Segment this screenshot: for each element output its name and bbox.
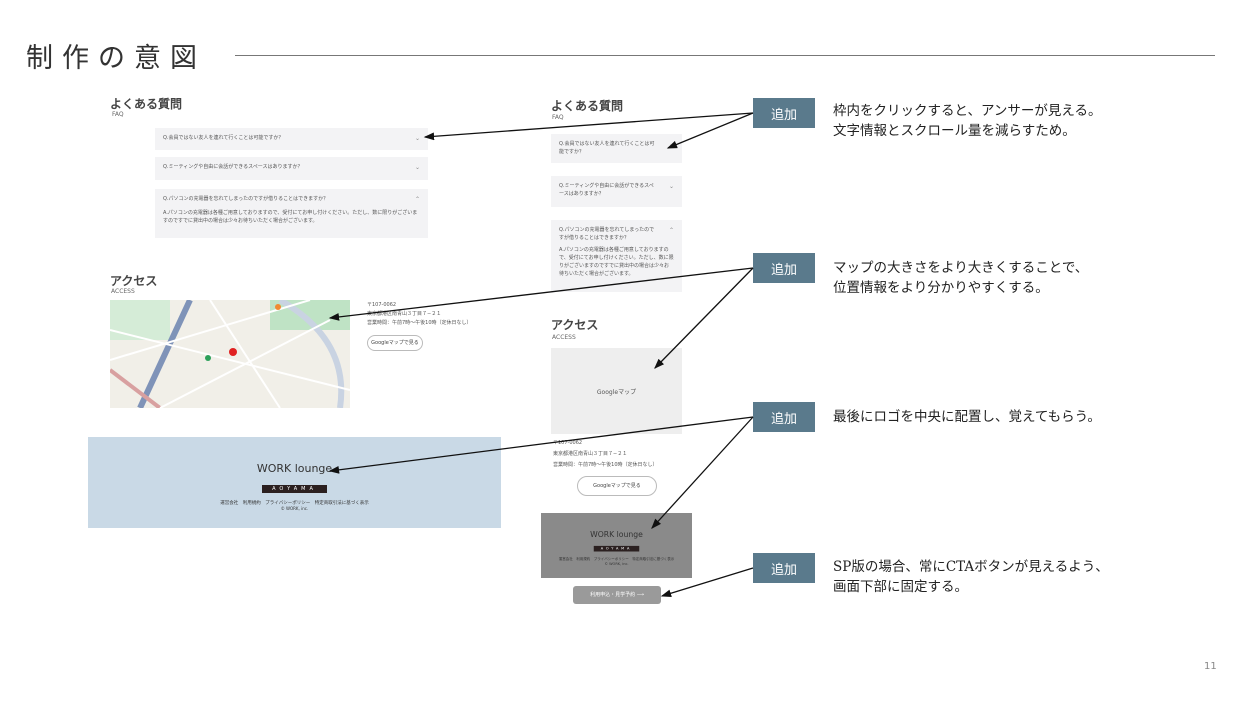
pc-faq-item[interactable]: Q.ミーティングや自由に会話ができるスペースはありますか？ ⌄ [155, 157, 428, 180]
pc-access-title: アクセス [110, 274, 158, 288]
chevron-down-icon: ⌄ [414, 164, 420, 171]
note-text: 枠内をクリックすると、アンサーが見える。 文字情報とスクロール量を減らすため。 [833, 103, 1102, 139]
pc-faq-item[interactable]: Q.パソコンの充電器を忘れてしまったのですが借りることはできますか？ ⌃ A.パソコ… [155, 189, 428, 238]
note-text: 最後にロゴを中央に配置し、覚えてもらう。 [833, 409, 1101, 425]
map-pin-icon [229, 348, 237, 356]
faq-question: Q.会員ではない友人を連れて行くことは可能ですか？ [163, 135, 284, 141]
chevron-up-icon: ⌃ [668, 227, 674, 234]
logo-sub: AOYAMA [262, 485, 327, 493]
faq-question: Q.ミーティングや自由に会話ができるスペースはありますか？ [559, 183, 654, 197]
add-tag: 追加 [753, 98, 815, 128]
pc-faq-item[interactable]: Q.会員ではない友人を連れて行くことは可能ですか？ ⌄ [155, 128, 428, 150]
faq-question: Q.会員ではない友人を連れて行くことは可能ですか？ [559, 141, 655, 155]
sp-access-title: アクセス [551, 318, 599, 332]
footer-links[interactable]: 運営会社 利用規約 プライバシーポリシー 特定商取引法に基づく表示 [558, 557, 675, 561]
footer-links[interactable]: 運営会社 利用規約 プライバシーポリシー 特定商取引法に基づく表示 [220, 501, 369, 506]
pc-faq-sub: FAQ [112, 111, 124, 118]
sp-address: 東京都港区南青山３丁目７−２１ [553, 451, 628, 457]
add-tag: 追加 [753, 253, 815, 283]
chevron-up-icon: ⌃ [414, 196, 420, 203]
footer-copyright: © WORK, inc. [280, 506, 309, 511]
page-number: 11 [1204, 661, 1217, 672]
faq-question: Q.パソコンの充電器を忘れてしまったのですが借りることはできますか？ [559, 227, 655, 241]
sp-faq-item[interactable]: Q.会員ではない友人を連れて行くことは可能ですか？⌄ [551, 134, 682, 163]
note-text: マップの大きさをより大きくすることで、 位置情報をより分かりやすくする。 [833, 260, 1089, 296]
sp-faq-item[interactable]: Q.パソコンの充電器を忘れてしまったのですが借りることはできますか？ ⌃ A.パソコ… [551, 220, 682, 292]
add-tag: 追加 [753, 402, 815, 432]
logo-main: WORK lounge [256, 462, 333, 475]
logo-main: WORK lounge [590, 529, 643, 539]
footer-copyright: © WORK, inc. [604, 562, 629, 566]
pc-google-map-button[interactable]: Googleマップで見る [367, 335, 423, 351]
faq-question: Q.パソコンの充電器を忘れてしまったのですが借りることはできますか？ [163, 196, 329, 202]
faq-question: Q.ミーティングや自由に会話ができるスペースはありますか？ [163, 164, 303, 170]
pc-address: 東京都港区南青山３丁目７−２１ [367, 311, 442, 317]
sp-cta-button[interactable]: 利用申込・見学予約 ⟶ [573, 586, 661, 604]
sp-google-map-button[interactable]: Googleマップで見る [577, 476, 657, 496]
chevron-down-icon: ⌄ [668, 183, 674, 190]
faq-answer: A.パソコンの充電器は各種ご用意しておりますので、受付にてお申し付けください。た… [559, 247, 674, 277]
title-divider [235, 55, 1215, 56]
sp-access-sub: ACCESS [552, 334, 576, 341]
pc-zip: 〒107-0062 [367, 302, 397, 308]
sp-faq-item[interactable]: Q.ミーティングや自由に会話ができるスペースはありますか？ ⌄ [551, 176, 682, 207]
add-tag: 追加 [753, 553, 815, 583]
faq-answer: A.パソコンの充電器は各種ご用意しておりますので、受付にてお申し付けください。た… [163, 210, 418, 224]
chevron-down-icon: ⌄ [414, 135, 420, 142]
pc-hours: 営業時間：午前7時〜午後10時（定休日なし） [367, 320, 472, 326]
sp-faq-sub: FAQ [552, 114, 564, 121]
sp-zip: 〒107-0062 [553, 440, 583, 446]
note-text: SP版の場合、常にCTAボタンが見えるよう、 画面下部に固定する。 [833, 559, 1109, 595]
logo-sub: AOYAMA [593, 545, 640, 552]
pc-access-sub: ACCESS [111, 288, 135, 295]
sp-faq-title: よくある質問 [551, 99, 624, 113]
pc-faq-title: よくある質問 [110, 97, 183, 111]
slide-title: 制作の意図 [26, 43, 206, 74]
sp-hours: 営業時間：午前7時〜午後10時（定休日なし） [553, 462, 658, 468]
